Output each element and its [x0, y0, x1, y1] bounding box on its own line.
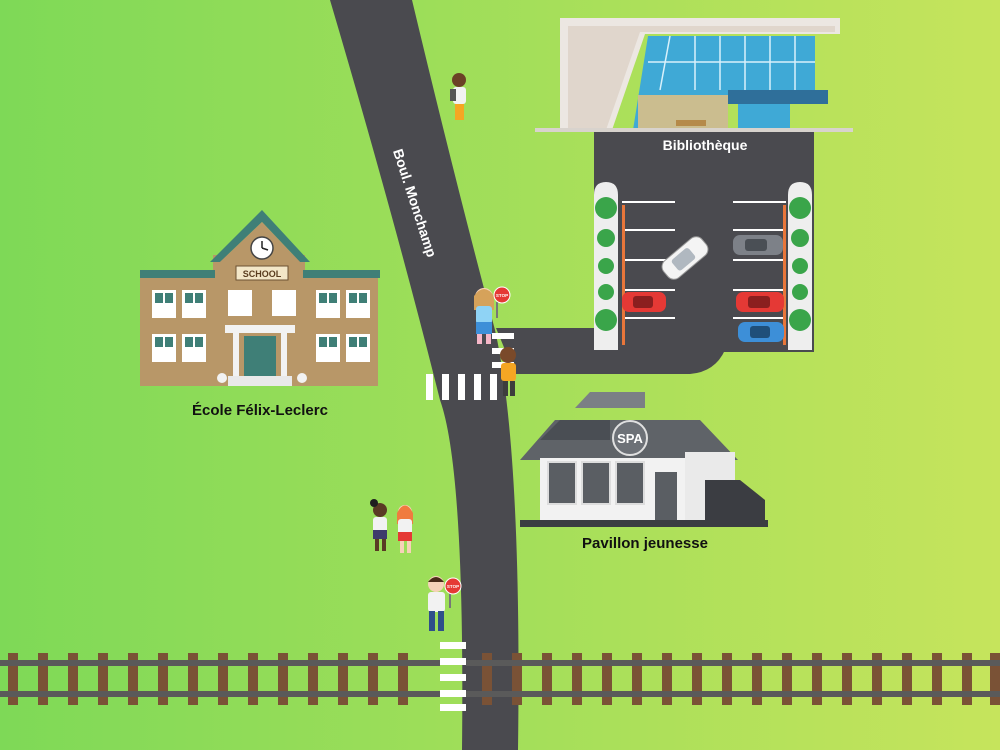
library-building — [535, 18, 853, 132]
main-road — [330, 0, 519, 750]
stop-sign-bottom-text: STOP — [447, 584, 459, 589]
crosswalk-railway — [440, 642, 466, 711]
railway — [0, 653, 1000, 705]
car-red-right — [736, 292, 784, 312]
car-blue — [738, 322, 784, 342]
school-label: École Félix-Leclerc — [192, 402, 328, 419]
two-children — [370, 499, 413, 553]
spa-logo-text: SPA — [617, 431, 643, 446]
stop-sign-top: STOP — [493, 286, 511, 304]
parking-hedge-right — [788, 182, 812, 350]
youth-pavilion: SPA — [520, 392, 768, 527]
parking-lines — [622, 201, 786, 319]
stop-sign-top-text: STOP — [496, 293, 508, 298]
car-red-left — [622, 292, 666, 312]
school-sign: SCHOOL — [243, 269, 282, 279]
stop-sign-bottom: STOP — [444, 577, 462, 595]
car-white — [661, 236, 709, 280]
school-building: SCHOOL — [140, 210, 380, 386]
car-gray — [733, 235, 783, 255]
parking-curb-marks — [622, 205, 786, 345]
parking-hedge-left — [594, 182, 618, 350]
youth-center-label: Pavillon jeunesse — [582, 535, 708, 552]
library-label: Bibliothèque — [662, 137, 748, 153]
crossing-guard-girl — [474, 288, 498, 344]
child-walking-top — [450, 73, 466, 120]
crosswalk-side-road — [426, 374, 497, 400]
child-walking-crosswalk — [500, 347, 516, 396]
spa-logo-icon — [612, 420, 648, 456]
